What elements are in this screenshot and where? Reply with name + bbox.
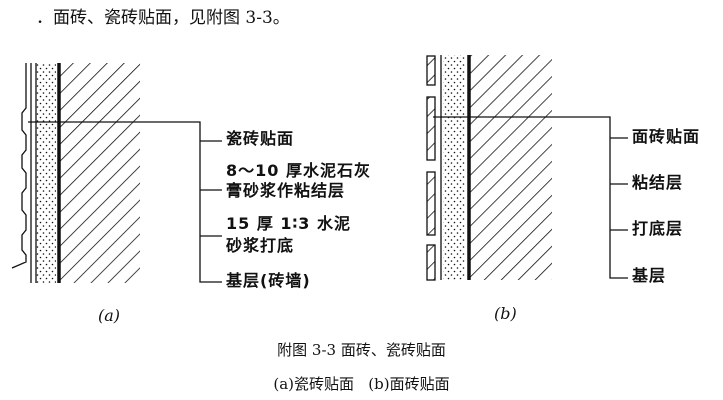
figure-caption-subtitle: (a)瓷砖贴面 (b)面砖贴面 bbox=[273, 375, 450, 393]
label-base-coat-line1: 15 厚 1∶3 水泥 bbox=[226, 214, 351, 233]
label-bonding-layer-line1: 8～10 厚水泥石灰 bbox=[226, 161, 371, 180]
face-tiles bbox=[426, 55, 436, 281]
figure-b-tag: (b) bbox=[494, 304, 517, 323]
figure-b-section bbox=[426, 55, 628, 281]
label-base-coat: 打底层 bbox=[632, 219, 684, 238]
tile-profile bbox=[11, 63, 27, 269]
intro-text: ．面砖、瓷砖贴面，见附图 3-3。 bbox=[36, 8, 290, 28]
label-substrate: 基层(砖墙) bbox=[226, 271, 311, 290]
label-bonding-layer: 粘结层 bbox=[632, 173, 684, 192]
leader-line-b bbox=[433, 116, 628, 279]
label-base-coat-line2: 砂浆打底 bbox=[226, 236, 295, 255]
label-face-brick: 面砖贴面 bbox=[632, 127, 701, 146]
label-bonding-layer-line2: 膏砂浆作粘结层 bbox=[226, 181, 346, 200]
figure-a-section bbox=[11, 63, 222, 283]
label-substrate-b: 基层 bbox=[632, 266, 667, 285]
figure-a-tag: (a) bbox=[98, 306, 121, 325]
label-tile-facing: 瓷砖贴面 bbox=[226, 129, 295, 148]
leader-line-a bbox=[28, 121, 222, 283]
figure-caption-title: 附图 3-3 面砖、瓷砖贴面 bbox=[277, 341, 446, 359]
